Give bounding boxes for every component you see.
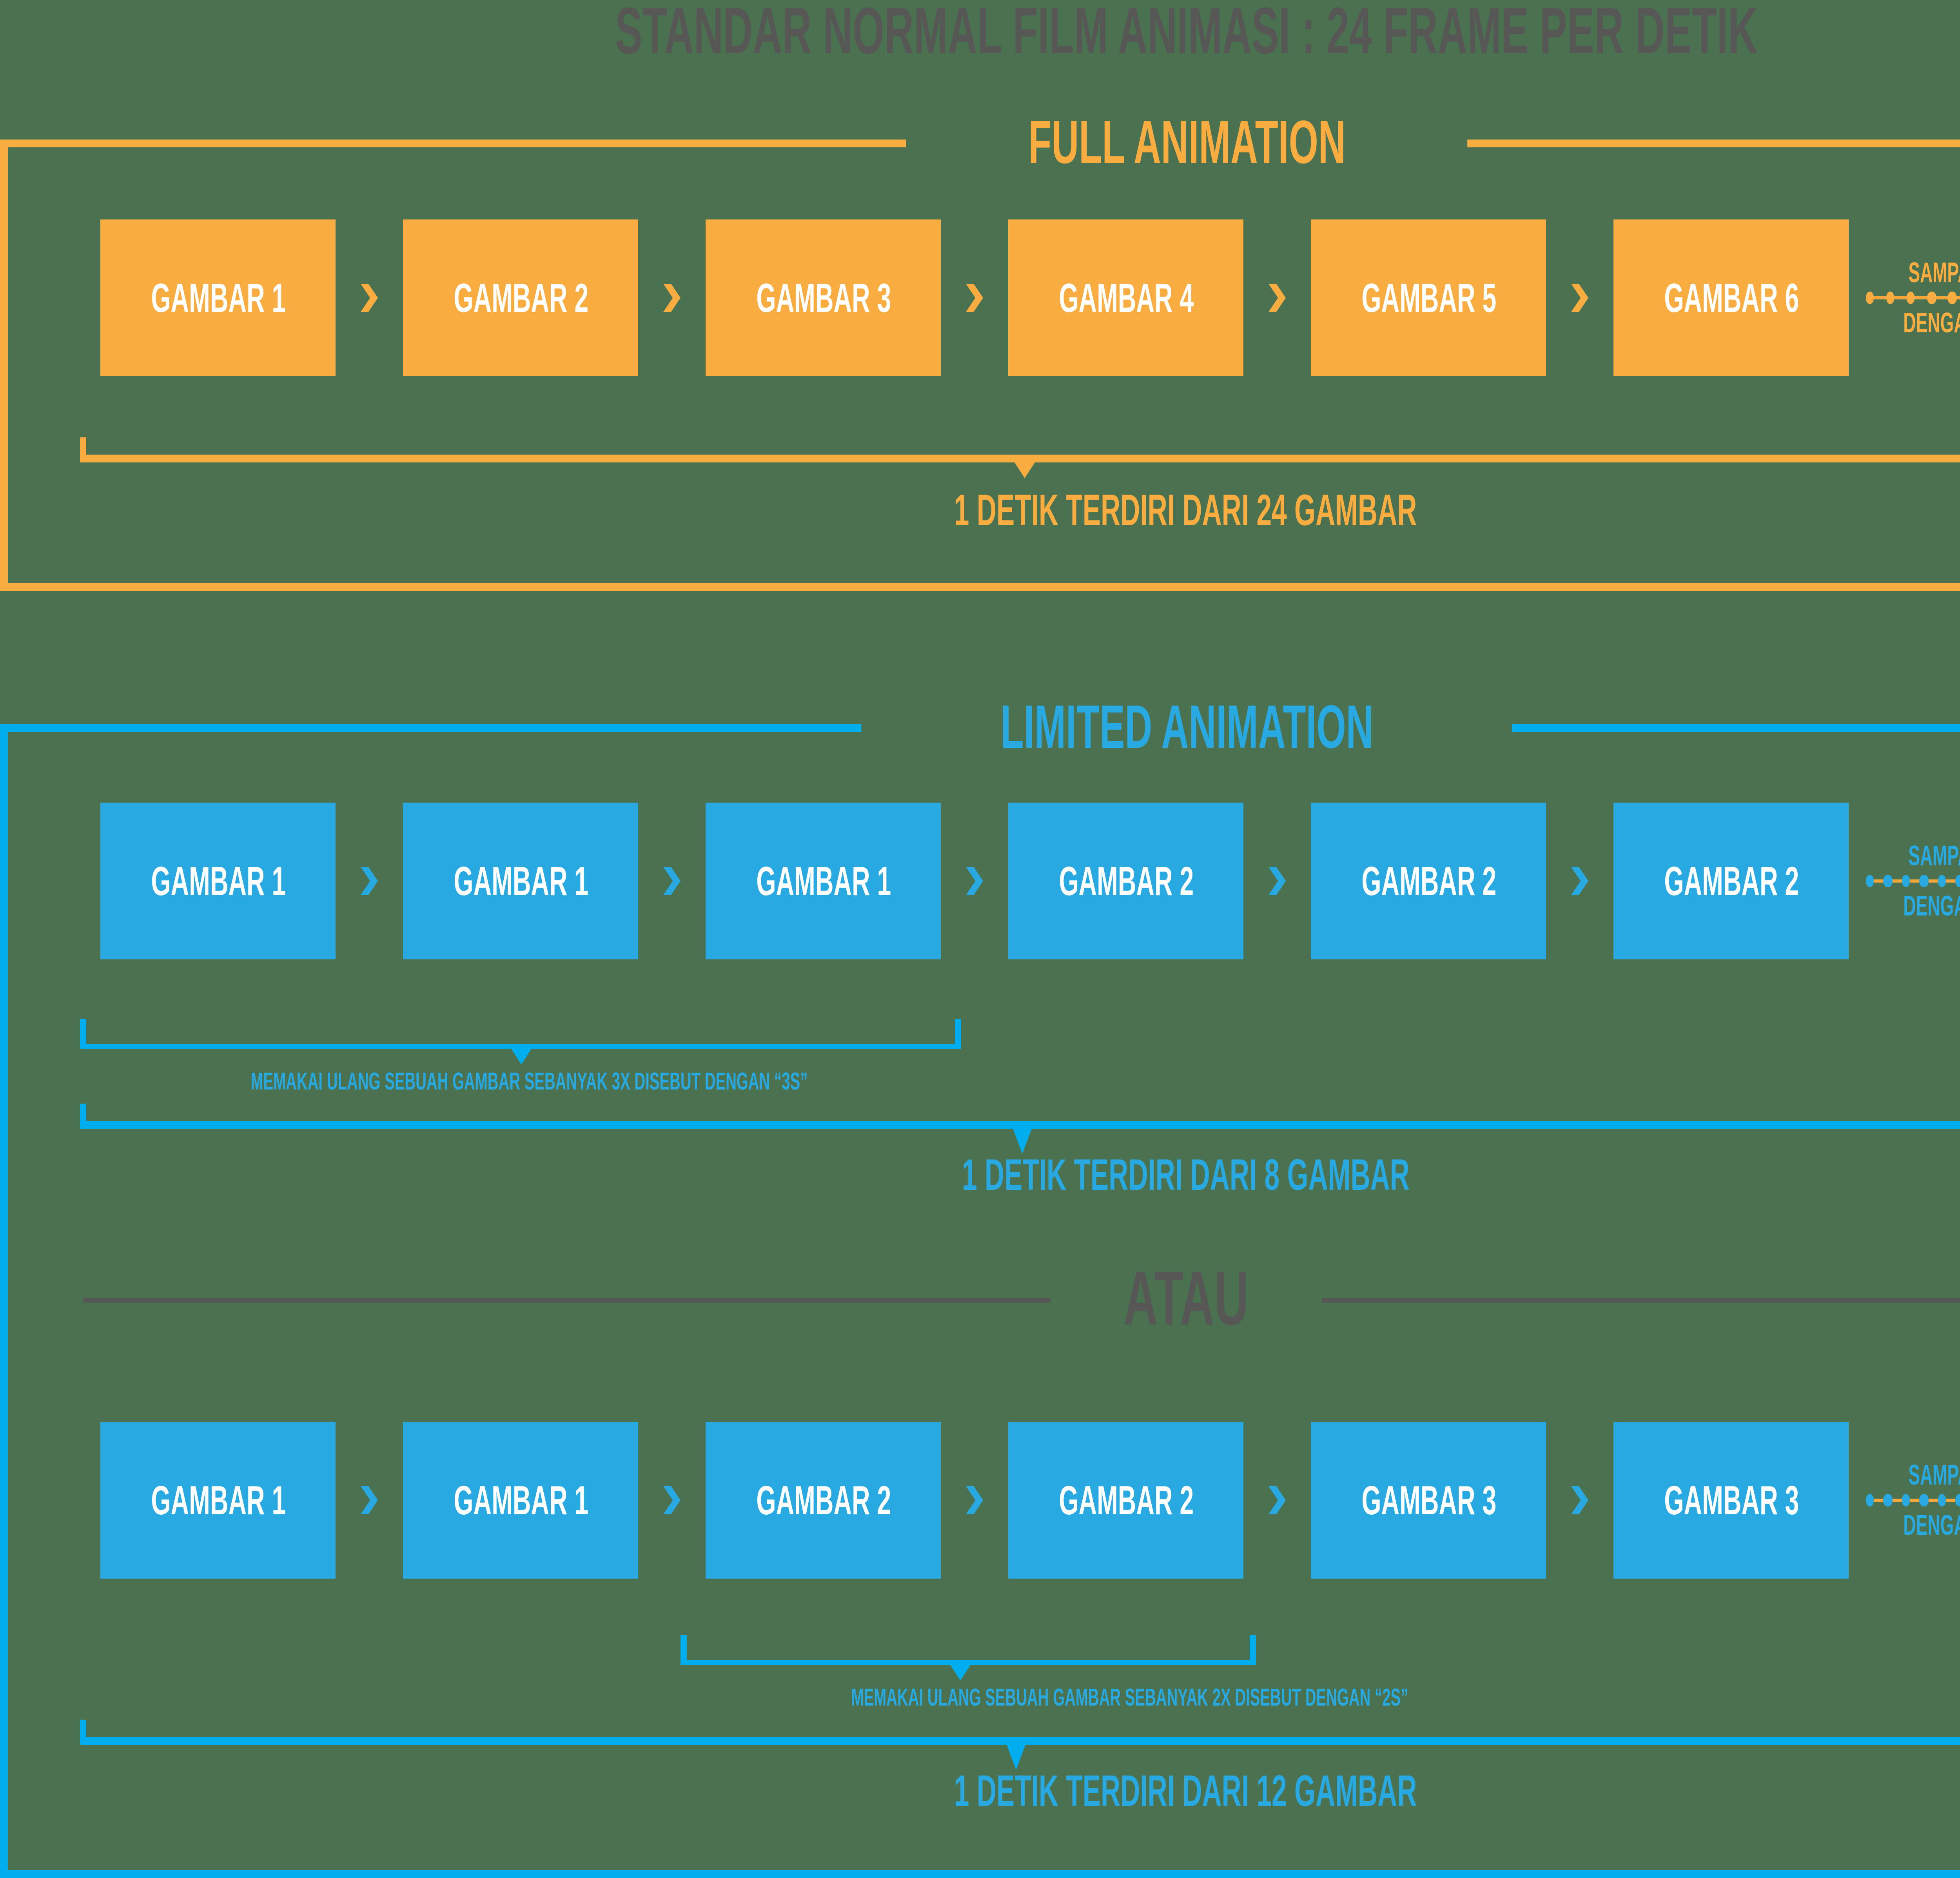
arrow-gap	[1243, 1422, 1311, 1579]
frame-box: GAMBAR 4	[1008, 219, 1243, 376]
reuse-bracket-3s	[80, 1019, 961, 1064]
arrow-gap	[941, 219, 1008, 376]
duration-caption-12: 1 DETIK TERDIRI DARI 12 GAMBAR	[955, 1767, 1418, 1815]
divider-line	[1321, 1297, 1960, 1302]
frame-box: GAMBAR 2	[1008, 803, 1243, 959]
frame-box: GAMBAR 5	[1311, 219, 1546, 376]
frame-box: GAMBAR 6	[1613, 219, 1849, 376]
duration-caption-8: 1 DETIK TERDIRI DARI 8 GAMBAR	[962, 1151, 1410, 1199]
chevron-right-icon	[1269, 1486, 1286, 1514]
duration-bracket-8	[80, 1104, 1960, 1154]
reuse-caption-3s: MEMAKAI ULANG SEBUAH GAMBAR SEBANYAK 3X …	[250, 1069, 808, 1096]
frame-box: GAMBAR 3	[1311, 1422, 1546, 1579]
frame-box: GAMBAR 3	[1613, 1422, 1849, 1579]
arrow-gap	[336, 219, 403, 376]
frame-box: GAMBAR 1	[403, 803, 638, 959]
reuse-bracket-2s	[681, 1635, 1256, 1680]
arrow-gap	[336, 1422, 403, 1579]
full-animation-section: FULL ANIMATION	[0, 108, 1960, 591]
connector-word-top: SAMPAI	[1908, 1459, 1960, 1491]
ellipsis-connector: SAMPAI DENGAN	[1849, 1422, 1960, 1579]
frame-box: GAMBAR 2	[706, 1422, 941, 1579]
frame-box: GAMBAR 2	[1311, 803, 1546, 959]
duration-bracket-24	[80, 437, 1960, 478]
arrow-gap	[941, 803, 1008, 959]
limited-3s-frames-row: GAMBAR 1 GAMBAR 1 GAMBAR 1 GAMBAR 2 GAMB…	[100, 803, 1960, 959]
chevron-right-icon	[361, 284, 378, 312]
chevron-right-icon	[1571, 1486, 1588, 1514]
atau-divider: ATAU	[83, 1257, 1960, 1342]
connector-word-bottom: DENGAN	[1904, 1510, 1960, 1541]
chevron-right-icon	[1571, 867, 1588, 895]
divider-line	[83, 1297, 1051, 1302]
duration-bracket-12	[80, 1720, 1960, 1770]
arrow-gap	[941, 1422, 1008, 1579]
frame-box: GAMBAR 1	[100, 219, 336, 376]
arrow-gap	[1546, 219, 1613, 376]
dotted-line-icon	[1865, 1494, 1960, 1506]
frame-box: GAMBAR 1	[706, 803, 941, 959]
arrow-gap	[638, 1422, 706, 1579]
page-title: STANDAR NORMAL FILM ANIMASI : 24 FRAME P…	[0, 0, 1960, 69]
chevron-right-icon	[663, 1486, 681, 1514]
chevron-right-icon	[663, 867, 681, 895]
arrow-gap	[1546, 1422, 1613, 1579]
limited-2s-frames-row: GAMBAR 1 GAMBAR 1 GAMBAR 2 GAMBAR 2 GAMB…	[100, 1422, 1960, 1579]
chevron-right-icon	[966, 867, 983, 895]
full-animation-frames-row: GAMBAR 1 GAMBAR 2 GAMBAR 3 GAMBAR 4 GAMB…	[100, 219, 1960, 376]
ellipsis-connector: SAMPAI DENGAN	[1849, 803, 1960, 959]
chevron-right-icon	[361, 867, 378, 895]
chevron-right-icon	[1269, 284, 1286, 312]
frame-box: GAMBAR 1	[403, 1422, 638, 1579]
dotted-line-icon	[1865, 875, 1960, 887]
frame-box: GAMBAR 2	[1008, 1422, 1243, 1579]
arrow-gap	[336, 803, 403, 959]
frame-box: GAMBAR 1	[100, 803, 336, 959]
frame-box: GAMBAR 2	[403, 219, 638, 376]
chevron-right-icon	[361, 1486, 378, 1514]
arrow-gap	[1243, 803, 1311, 959]
page-title-text: STANDAR NORMAL FILM ANIMASI : 24 FRAME P…	[615, 0, 1758, 67]
arrow-gap	[1243, 219, 1311, 376]
full-animation-header: FULL ANIMATION	[905, 108, 1467, 180]
reuse-caption-2s: MEMAKAI ULANG SEBUAH GAMBAR SEBANYAK 2X …	[851, 1685, 1408, 1712]
connector-word-bottom: DENGAN	[1904, 307, 1960, 339]
dotted-line-icon	[1865, 292, 1960, 304]
connector-word-bottom: DENGAN	[1904, 890, 1960, 922]
chevron-right-icon	[966, 284, 983, 312]
frame-box: GAMBAR 3	[706, 219, 941, 376]
frame-box: GAMBAR 2	[1613, 803, 1849, 959]
chevron-right-icon	[1269, 867, 1286, 895]
arrow-gap	[638, 219, 706, 376]
arrow-gap	[638, 803, 706, 959]
arrow-gap	[1546, 803, 1613, 959]
chevron-right-icon	[966, 1486, 983, 1514]
connector-word-top: SAMPAI	[1908, 257, 1960, 288]
chevron-right-icon	[1571, 284, 1588, 312]
connector-word-top: SAMPAI	[1908, 840, 1960, 872]
limited-animation-section: LIMITED ANIMATION	[0, 693, 1960, 1878]
divider-label: ATAU	[1123, 1257, 1249, 1342]
frame-box: GAMBAR 1	[100, 1422, 336, 1579]
ellipsis-connector: SAMPAI DENGAN	[1849, 219, 1960, 376]
duration-caption-24: 1 DETIK TERDIRI DARI 24 GAMBAR	[955, 486, 1418, 535]
limited-animation-header: LIMITED ANIMATION	[860, 693, 1512, 765]
chevron-right-icon	[663, 284, 681, 312]
